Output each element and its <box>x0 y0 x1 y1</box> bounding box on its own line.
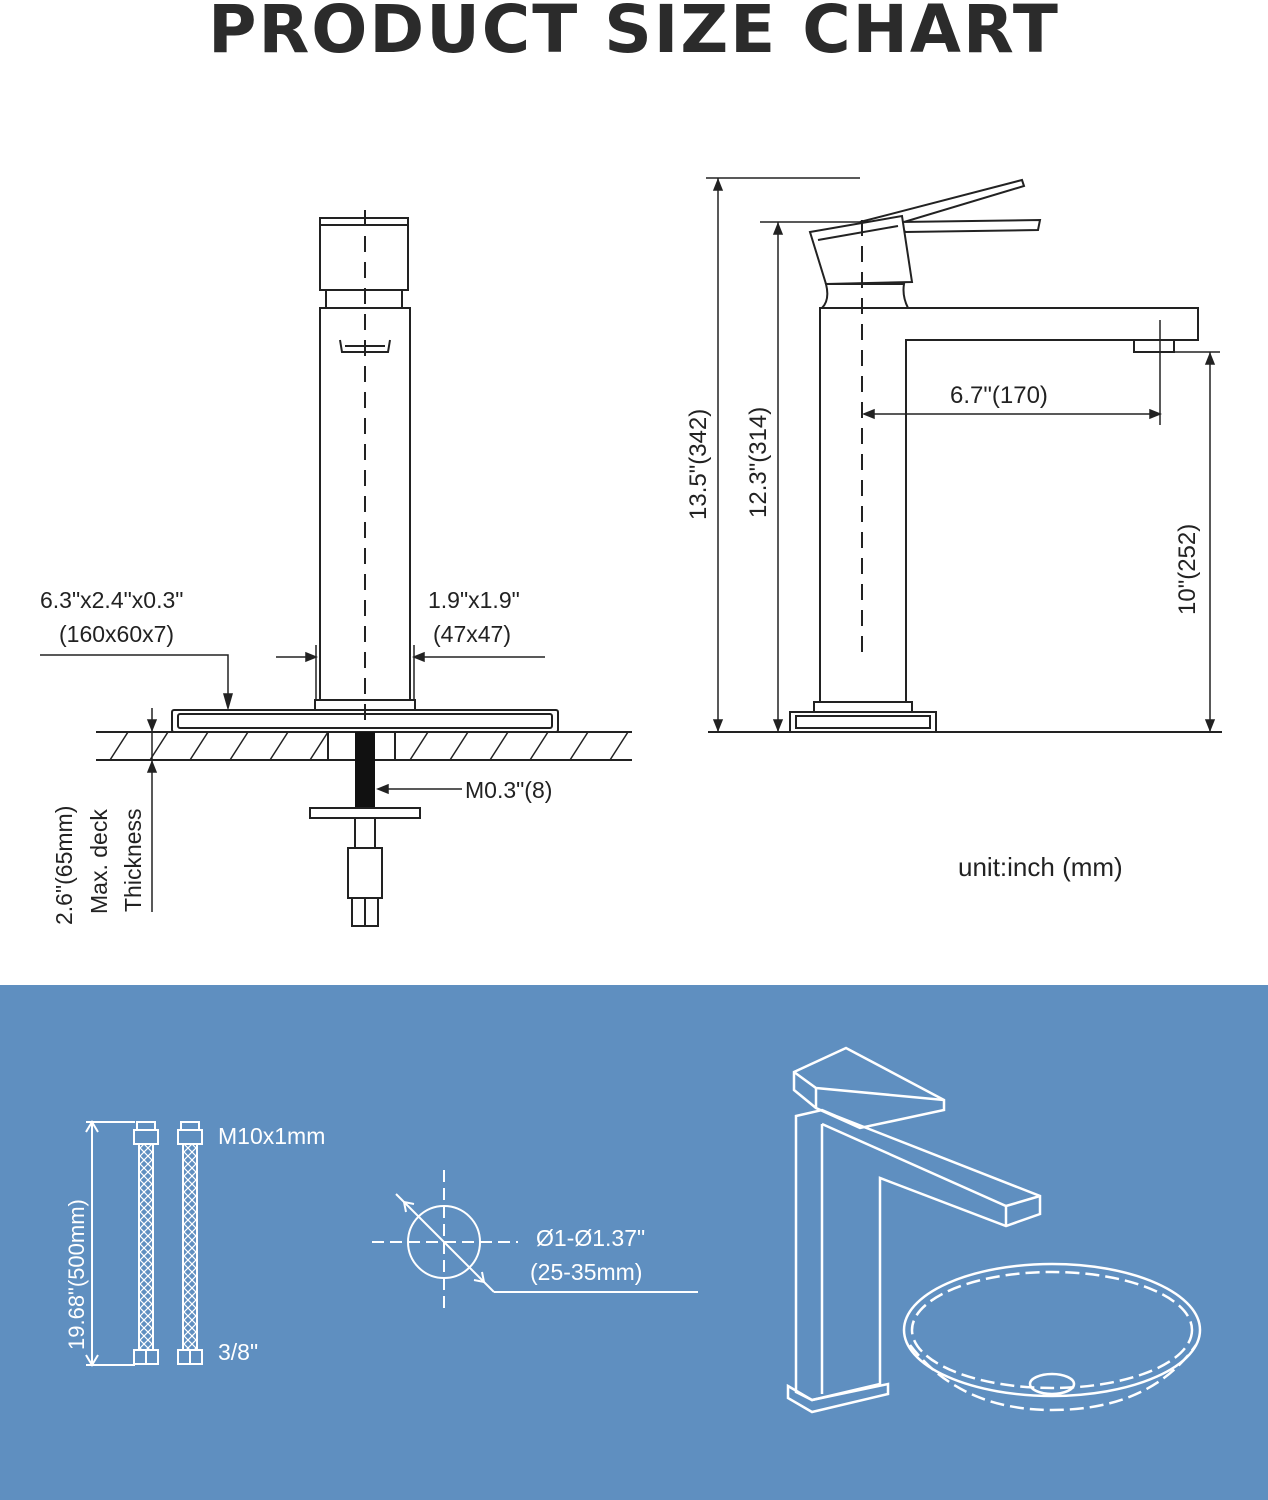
spout-reach-dim: 6.7"(170) <box>950 382 1048 409</box>
deck-label-2: Thickness <box>120 808 146 912</box>
faucet-body <box>819 307 1199 703</box>
drawing-area: PRODUCT SIZE CHART <box>40 0 1222 927</box>
base-plate-dim: 6.3"x2.4"x0.3" <box>40 587 183 613</box>
lever-handle <box>859 178 1026 223</box>
deck-thickness-dim: 2.6"(65mm) <box>51 806 77 925</box>
base-plate-dim-mm: (160x60x7) <box>59 621 174 647</box>
aerator <box>1133 339 1175 353</box>
hole-diameter: Ø1-Ø1.37" <box>536 1225 645 1251</box>
hole-diameter-mm: (25-35mm) <box>530 1259 642 1285</box>
page-title: PRODUCT SIZE CHART <box>208 0 1060 68</box>
hose-top-thread: M10x1mm <box>218 1123 325 1149</box>
accessories-panel: 19.68"(500mm) M10x1mm 3/8" Ø1-Ø1.37" (25… <box>0 985 1268 1500</box>
hose-bottom-thread: 3/8" <box>218 1339 258 1365</box>
body-dim-mm: (47x47) <box>433 621 511 647</box>
side-view-drawing: 13.5"(342) 12.3"(314) 6.7"(170) 10"(252)… <box>685 177 1222 882</box>
handle-height-dim: 12.3"(314) <box>745 407 772 518</box>
hose-length-dim: 19.68"(500mm) <box>64 1199 89 1350</box>
accessories-drawing: 19.68"(500mm) M10x1mm 3/8" Ø1-Ø1.37" (25… <box>64 1046 1202 1414</box>
supply-hoses <box>85 1120 203 1367</box>
mounting-rod <box>355 732 375 810</box>
faucet-sink-illustration <box>786 1046 1202 1414</box>
mounting-nut <box>309 807 421 819</box>
deck-label-1: Max. deck <box>86 809 112 914</box>
spout-height-dim: 10"(252) <box>1174 524 1201 615</box>
total-height-dim: 13.5"(342) <box>685 409 712 520</box>
body-dim: 1.9"x1.9" <box>428 587 520 613</box>
front-view-drawing: 6.3"x2.4"x0.3" (160x60x7) 1.9"x1.9" (47x… <box>40 210 632 927</box>
mounting-hole <box>372 1170 698 1314</box>
handle-block <box>319 217 409 291</box>
thread-dim: M0.3"(8) <box>465 777 552 803</box>
unit-note: unit:inch (mm) <box>958 852 1123 882</box>
